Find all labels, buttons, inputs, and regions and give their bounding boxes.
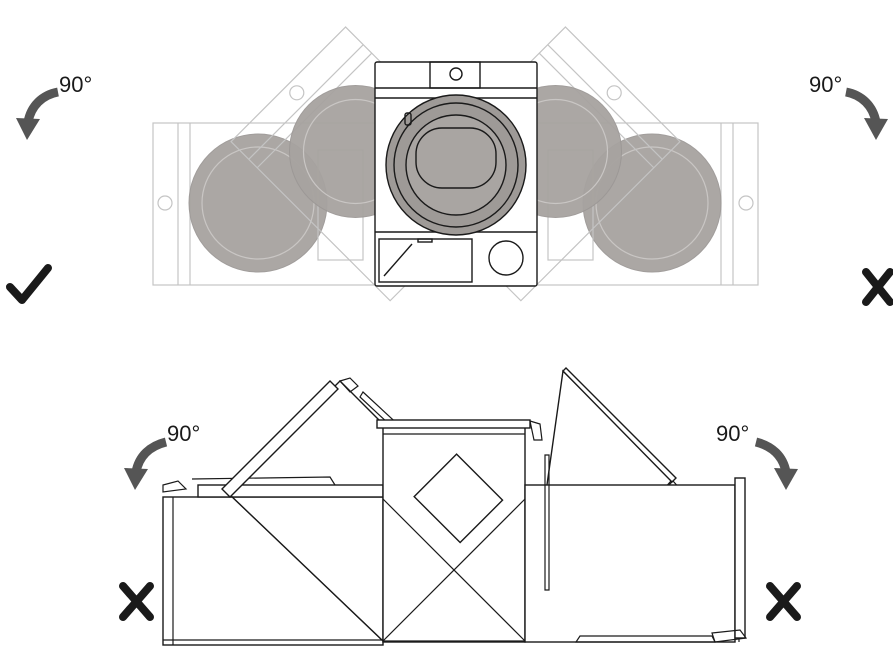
machine-side-upright: [376, 419, 531, 643]
bottom-left-angle-label: 90°: [167, 421, 200, 446]
curved-arrow-clockwise-icon: [754, 437, 798, 490]
top-left-angle-label: 90°: [59, 72, 92, 97]
bottom-right-angle-label: 90°: [716, 421, 749, 446]
machine-side-right-flat: [524, 454, 748, 643]
machine-side-left-flat: [162, 476, 384, 646]
bottom-left-annotation: 90°: [119, 421, 200, 621]
curved-arrow-counterclockwise-icon: [124, 437, 168, 490]
machine-front-upright: [374, 61, 538, 287]
top-left-annotation: 90°: [6, 72, 92, 304]
cross-icon: [862, 268, 893, 306]
control-knob-icon: [449, 67, 463, 81]
bottom-right-annotation: 90°: [716, 421, 801, 621]
top-right-annotation: 90°: [809, 72, 893, 306]
top-right-angle-label: 90°: [809, 72, 842, 97]
curved-arrow-counterclockwise-icon: [16, 87, 60, 140]
cross-icon: [119, 582, 154, 621]
side-view-group: [162, 367, 748, 646]
curved-arrow-clockwise-icon: [844, 87, 888, 140]
front-view-group: [152, 26, 759, 302]
cross-icon: [766, 582, 801, 621]
check-icon: [6, 264, 52, 304]
